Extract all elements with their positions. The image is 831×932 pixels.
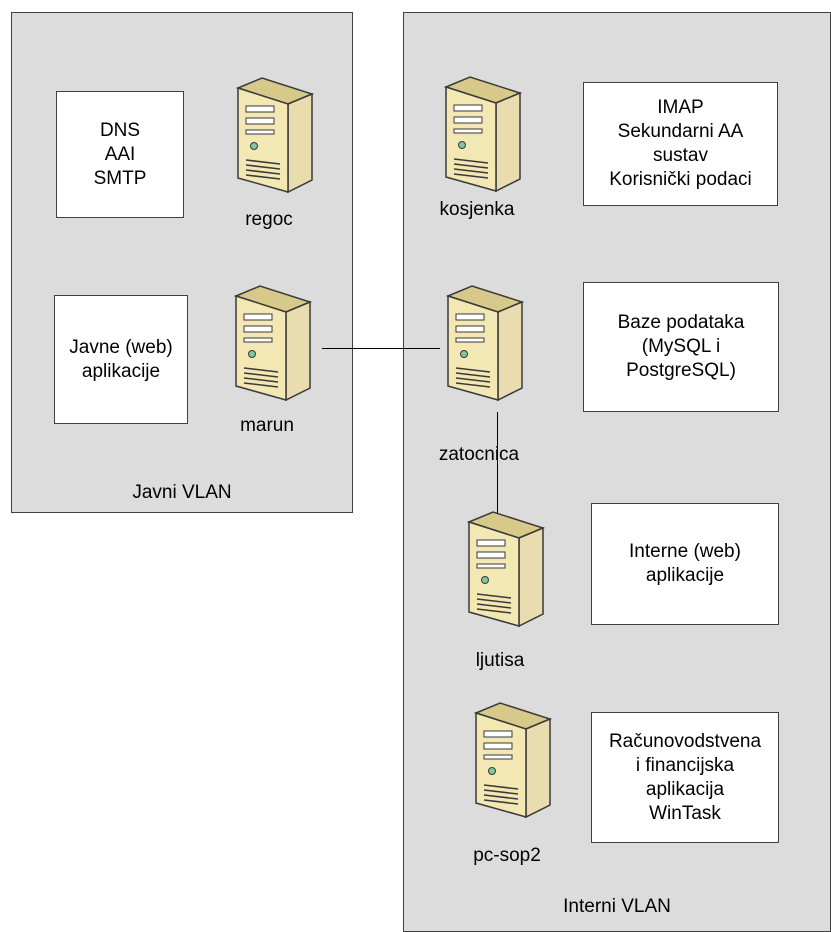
ljutisa-services-box: Interne (web) aplikacije — [591, 503, 779, 625]
service-text: Računovodstvena — [608, 730, 762, 752]
marun-services-box: Javne (web) aplikacije — [54, 295, 188, 424]
server-label: ljutisa — [475, 650, 525, 671]
service-text: aplikacije — [645, 565, 725, 586]
interni-vlan-label: Interni VLAN — [563, 896, 671, 917]
service-text: i financijska — [635, 754, 735, 776]
server-icon — [214, 76, 324, 206]
service-text: aplikacije — [81, 360, 161, 382]
pcsop2-services-box: Računovodstvena i financijska aplikacija… — [591, 712, 779, 843]
server-label: zatocnica — [438, 444, 520, 465]
server-label: regoc — [245, 209, 293, 230]
server-icon — [452, 701, 562, 831]
service-text: aplikacija — [645, 778, 725, 800]
service-text: Baze podataka — [617, 312, 745, 333]
server-kosjenka: kosjenka — [422, 75, 532, 220]
service-text: IMAP — [657, 97, 704, 118]
service-text: sustav — [653, 145, 708, 166]
server-marun: marun — [212, 284, 322, 436]
server-label: pc-sop2 — [473, 845, 541, 866]
server-icon — [445, 510, 555, 640]
kosjenka-services-box: IMAP Sekundarni AA sustav Korisnički pod… — [583, 82, 778, 206]
service-text: Korisnički podaci — [609, 169, 752, 190]
link-zatocnica-ljutisa — [497, 412, 498, 522]
service-text: PostgreSQL) — [626, 360, 736, 381]
link-marun-zatocnica — [322, 348, 440, 349]
service-text: Javne (web) — [69, 336, 173, 358]
service-text: WinTask — [649, 802, 721, 824]
server-label: kosjenka — [439, 199, 515, 220]
server-icon — [424, 284, 534, 414]
regoc-services-box: DNS AAI SMTP — [56, 91, 184, 218]
service-text: AAI — [104, 143, 136, 165]
service-text: SMTP — [93, 167, 147, 189]
service-text: DNS — [99, 119, 141, 141]
service-text: Sekundarni AA — [617, 121, 744, 142]
javni-vlan-label: Javni VLAN — [132, 482, 232, 503]
server-regoc: regoc — [214, 76, 324, 230]
server-icon — [212, 284, 322, 414]
service-text: Interne (web) — [629, 541, 741, 562]
zatocnica-services-box: Baze podataka (MySQL i PostgreSQL) — [583, 282, 779, 412]
server-label: marun — [240, 415, 294, 436]
server-icon — [422, 75, 532, 205]
server-pcsop2: pc-sop2 — [452, 701, 562, 866]
service-text: (MySQL i — [641, 336, 721, 357]
server-zatocnica: zatocnica — [424, 284, 534, 465]
server-ljutisa: ljutisa — [445, 510, 555, 671]
